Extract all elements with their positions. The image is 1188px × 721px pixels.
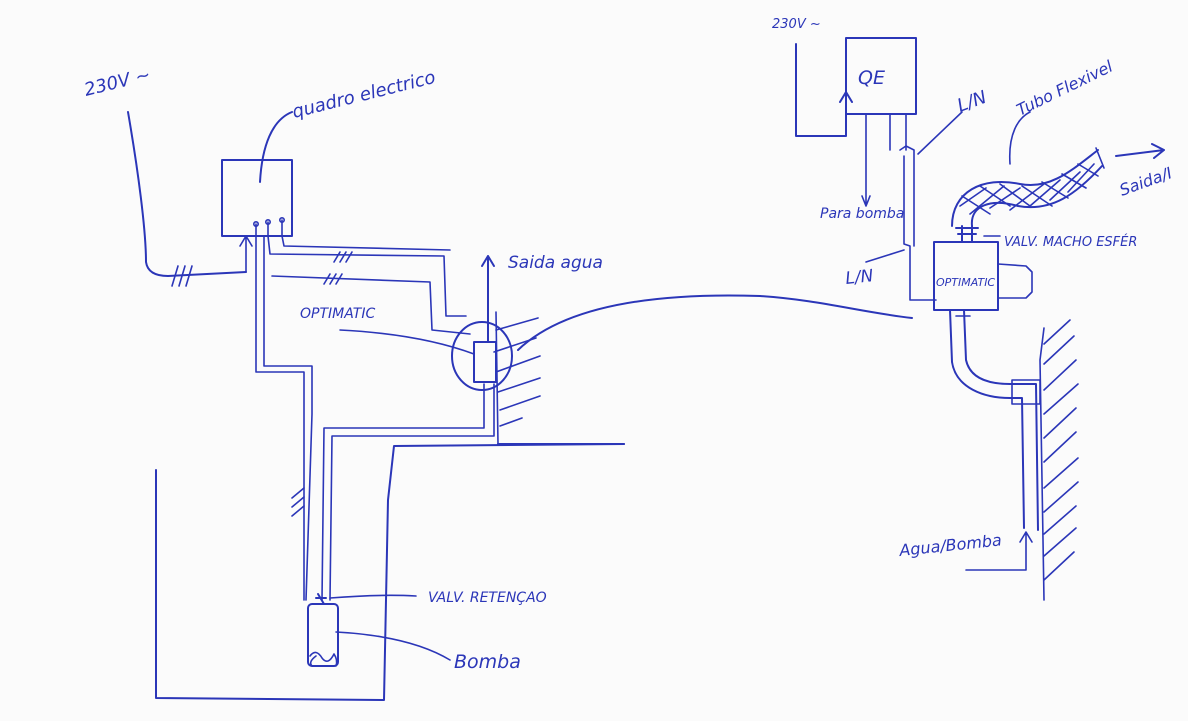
flexible-hose-inner (970, 165, 1103, 227)
optimatic-label-right: OPTIMATIC (936, 276, 995, 289)
optimatic-cable-c (271, 275, 471, 335)
water-outlet-arrow (481, 255, 495, 343)
optimatic-label-left: OPTIMATIC (300, 306, 375, 322)
down-pipe-fitting (955, 315, 1041, 405)
ball-valve-label: VALV. MACHO ESFÉR (1004, 234, 1137, 250)
mains-supply-line-left (127, 111, 247, 277)
outlet-arrow-right (1115, 143, 1165, 159)
wall-edge-left (495, 311, 499, 445)
pump-leader (335, 631, 451, 661)
submersible-pump (307, 603, 339, 667)
optimatic-side-pipe (997, 263, 1033, 299)
wall-hatch-left (493, 317, 541, 427)
terminal-1 (253, 221, 260, 228)
optimatic-cable-a (267, 235, 467, 317)
panel-label-left: quadro electrico (290, 67, 438, 123)
terminal-3 (278, 217, 285, 224)
hose-end-fitting (1095, 147, 1105, 169)
pump-label: Bomba (454, 651, 521, 673)
mains-supply-line-right (795, 43, 853, 137)
optimatic-cable-hatch (323, 251, 353, 285)
down-pipe-inner (963, 309, 1039, 531)
wall-edge-right (1039, 327, 1045, 601)
optimatic-leader-left (339, 329, 475, 355)
pump-cable-inner (263, 235, 313, 601)
panel-leader-left (259, 111, 293, 183)
optimatic-highlight-circle (451, 321, 513, 391)
panel-terminals-right (861, 113, 907, 207)
flexible-hose-outer (951, 149, 1099, 227)
optimatic-device-left (473, 341, 497, 383)
electrical-panel-left (221, 159, 293, 237)
wall-hatch-right (1043, 319, 1079, 581)
optimatic-feed-a (899, 145, 915, 247)
ln-label-top: L/N (955, 87, 990, 117)
pipe-to-optimatic-b (329, 383, 495, 601)
hose-label: Tubo Flexivel (1013, 56, 1116, 119)
hose-leader (1008, 111, 1031, 165)
ln-leader-side (865, 249, 905, 263)
check-valve-symbol (315, 593, 327, 605)
ln-leader-top (917, 111, 963, 155)
ball-valve (955, 225, 979, 243)
pump-cable-hatch (291, 487, 305, 517)
terminal-2 (264, 219, 271, 226)
to-pump-label: Para bomba (820, 206, 904, 222)
mains-arrow-left (239, 235, 253, 273)
panel-label-right: QE (858, 67, 885, 89)
connector-curve (517, 294, 913, 351)
down-pipe-outer (949, 309, 1025, 529)
water-pump-arrow (965, 531, 1033, 571)
check-valve-label: VALV. RETENÇAO (428, 590, 547, 606)
pump-intake-scribble (309, 651, 338, 667)
check-valve-leader (329, 594, 417, 599)
ground-line (155, 443, 625, 701)
flexible-hose-mesh (959, 163, 1099, 215)
optimatic-device-right (933, 241, 999, 311)
water-outlet-label: Saida agua (508, 253, 603, 273)
voltage-label-right: 230V ~ (772, 17, 821, 32)
mains-hatch-marks-left (171, 265, 193, 287)
optimatic-cable-b (281, 235, 451, 251)
voltage-label-left: 230V ~ (82, 64, 153, 101)
water-pump-label: Agua/Bomba (897, 530, 1002, 560)
ln-label-side: L/N (844, 266, 874, 289)
outlet-label-right: Saida/I (1117, 163, 1175, 200)
optimatic-feed-b (903, 155, 937, 301)
electrical-panel-right (845, 37, 917, 115)
pipe-to-optimatic-a (321, 383, 485, 601)
panel-terminals-left (255, 219, 283, 237)
pump-cable-outer (255, 235, 305, 601)
